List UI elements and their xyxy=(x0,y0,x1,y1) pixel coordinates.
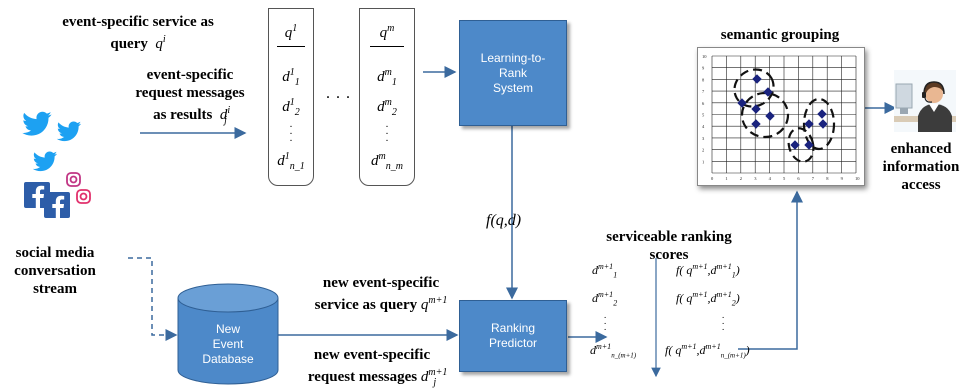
data-point xyxy=(752,74,762,84)
data-point xyxy=(765,111,775,121)
column-m-item: dm2 xyxy=(377,97,397,118)
column-1-last: d1n_1 xyxy=(277,151,305,172)
y-tick-label: 3 xyxy=(702,136,705,141)
x-tick-label: 2 xyxy=(740,176,742,181)
query-label: event-specific service as query qi xyxy=(62,14,214,52)
twitter-icon xyxy=(22,111,82,172)
column-1-item: d12 xyxy=(282,97,300,118)
column-m-rule xyxy=(370,46,404,47)
query-column-1: q1 d11 d12 ... d1n_1 xyxy=(268,8,314,186)
y-tick-label: 10 xyxy=(702,54,707,59)
data-point xyxy=(818,119,828,129)
x-tick-label: 7 xyxy=(812,176,815,181)
grouping-title: semantic grouping xyxy=(720,27,840,43)
social-icons xyxy=(22,106,102,223)
f-q-d-label: f(q,d) xyxy=(486,212,522,229)
arrow-scores-to-grouping xyxy=(738,190,803,350)
x-tick-label: 4 xyxy=(769,176,772,181)
cluster-ellipse xyxy=(740,91,790,139)
instagram-icon xyxy=(66,172,91,204)
cluster-ellipse xyxy=(802,97,836,151)
y-tick-label: 2 xyxy=(702,148,704,153)
learning-to-rank-box: Learning-to- Rank System xyxy=(459,20,567,126)
column-m-header: qm xyxy=(379,23,395,41)
x-tick-label: 9 xyxy=(841,176,844,181)
scores-title: serviceable ranking scores xyxy=(606,229,732,263)
enhanced-access-label: enhanced information access xyxy=(882,141,960,193)
grouping-plot: 0 1 2 3 4 5 6 7 8 9 10 10 9 8 7 6 5 4 3 2 1 xyxy=(702,54,860,181)
ranking-predictor-box: Ranking Predictor xyxy=(459,300,567,372)
y-tick-label: 9 xyxy=(702,66,705,71)
dashed-stream-to-db xyxy=(128,257,178,341)
database-label: New Event Database xyxy=(202,322,254,366)
x-tick-label: 10 xyxy=(855,176,860,181)
grouping-panel: 0 1 2 3 4 5 6 7 8 9 10 10 9 8 7 6 5 4 3 2 1 xyxy=(697,47,865,186)
y-tick-label: 8 xyxy=(702,77,705,82)
data-point xyxy=(751,104,761,114)
score-row-2-value: f( qm+1,dm+12) xyxy=(676,290,740,308)
column-m-last: dmn_m xyxy=(371,151,403,172)
column-m-item: dm1 xyxy=(377,67,397,88)
cluster-ellipse xyxy=(733,68,775,108)
data-point xyxy=(763,87,773,97)
facebook-icon xyxy=(24,182,70,218)
new-event-database xyxy=(177,283,279,385)
scores-ellipsis-right: ... xyxy=(722,310,725,332)
data-point xyxy=(817,109,827,119)
results-label: event-specific request messages as resul… xyxy=(135,67,245,126)
query-column-m: qm dm1 dm2 ... dmn_m xyxy=(359,8,415,186)
score-row-last-value: f( qm+1,dm+1n_(m+1)) xyxy=(665,342,750,360)
customer-service-agent-icon xyxy=(894,70,956,132)
score-row-1-value: f( qm+1,dm+11) xyxy=(676,262,740,280)
x-tick-label: 8 xyxy=(826,176,829,181)
column-1-rule xyxy=(277,46,305,47)
column-m-ellipsis: ... xyxy=(385,119,389,144)
data-point xyxy=(804,140,814,150)
x-tick-label: 1 xyxy=(725,176,727,181)
x-tick-label: 5 xyxy=(783,176,786,181)
cluster-ellipse xyxy=(787,127,815,163)
y-tick-label: 7 xyxy=(702,89,705,94)
data-point xyxy=(804,119,814,129)
column-1-ellipsis: ... xyxy=(289,119,293,144)
stream-label: social media conversation stream xyxy=(14,245,96,297)
y-tick-label: 1 xyxy=(702,159,704,164)
scores-ellipsis-left: ... xyxy=(604,310,607,332)
x-tick-label: 6 xyxy=(797,176,800,181)
columns-ellipsis: . . . xyxy=(326,85,351,102)
data-point xyxy=(737,98,747,108)
y-tick-label: 4 xyxy=(702,124,705,129)
score-row-1-doc: dm+11 xyxy=(592,262,618,280)
new-query-label: new event-specific service as query qm+1 xyxy=(314,275,448,313)
column-1-item: d11 xyxy=(282,67,300,88)
y-tick-label: 5 xyxy=(702,113,705,118)
column-1-header: q1 xyxy=(284,23,298,41)
x-tick-label: 0 xyxy=(711,176,714,181)
x-tick-label: 3 xyxy=(754,176,757,181)
data-point xyxy=(751,119,761,129)
y-tick-label: 6 xyxy=(702,101,705,106)
data-point xyxy=(790,140,800,150)
score-row-2-doc: dm+12 xyxy=(592,290,618,308)
new-request-label: new event-specific request messages dm+1… xyxy=(307,347,448,388)
score-row-last-doc: dm+1n_(m+1) xyxy=(590,342,637,360)
